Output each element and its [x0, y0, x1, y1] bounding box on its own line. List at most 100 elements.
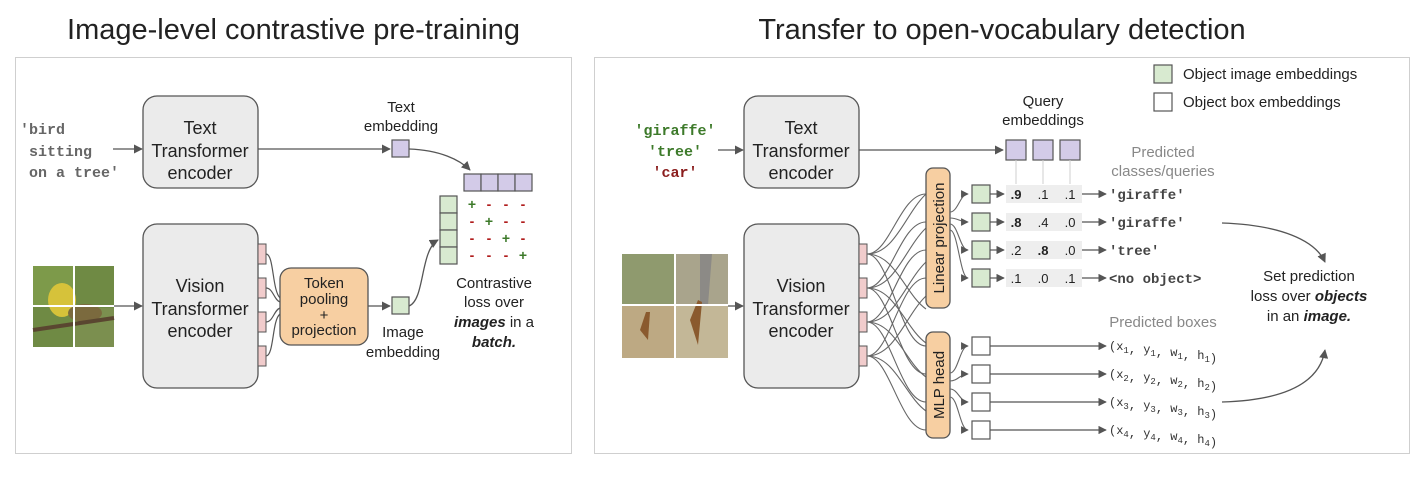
mlp-to-box-arrow — [949, 342, 969, 374]
loss-text-4: batch. — [472, 334, 516, 351]
right-text-encoder-l2: Transformer — [752, 141, 849, 161]
left-text-emb-label-2: embedding — [364, 118, 438, 135]
matrix-cell: - — [504, 213, 509, 229]
query-giraffe: 'giraffe' — [634, 123, 715, 140]
matrix-cell: + — [485, 213, 493, 229]
arrow-image-emb-to-matrix — [408, 239, 439, 307]
matrix-cell: - — [470, 230, 475, 246]
proj-to-emb-arrow — [949, 223, 969, 254]
score-cell: .1 — [1065, 271, 1076, 286]
left-vision-encoder-box — [142, 223, 259, 389]
object-box-embedding — [971, 420, 991, 440]
legend-box-emb-label: Object box embeddings — [1183, 94, 1341, 111]
proj-to-emb-arrow — [949, 217, 969, 226]
fan-curve — [866, 193, 927, 255]
matrix-cell: - — [487, 247, 492, 263]
object-image-embedding — [971, 240, 991, 260]
matrix-cell: + — [468, 196, 476, 212]
batch-image-embeddings — [439, 195, 458, 265]
object-image-embedding — [971, 268, 991, 288]
fan-curve — [866, 277, 927, 357]
token-fan-curves — [866, 193, 927, 431]
left-text-encoder-box — [142, 95, 259, 189]
left-vision-encoder-l1: Vision — [176, 276, 225, 296]
fan-curve — [866, 261, 927, 323]
left-vision-encoder-l3: encoder — [167, 321, 232, 341]
legend-image-emb-label: Object image embeddings — [1183, 66, 1357, 83]
object-box-embedding — [971, 392, 991, 412]
box-output: (x1, y1, w1, h1) — [1109, 340, 1217, 366]
left-text-encoder-l2: Transformer — [151, 141, 248, 161]
query-tree: 'tree' — [648, 144, 702, 161]
proj-to-emb-arrow — [949, 229, 969, 282]
query-car: 'car' — [652, 165, 697, 182]
fan-curve — [866, 295, 927, 357]
box-output: (x3, y3, w3, h3) — [1109, 396, 1217, 422]
class-output: <no object> — [1109, 272, 1201, 288]
set-loss-text-2: loss over objects — [1251, 288, 1368, 305]
query-emb-label-1: Query — [1023, 93, 1064, 110]
left-text-input-line2: sitting — [29, 144, 92, 161]
pooling-l3: + — [320, 307, 329, 324]
fan-curve — [866, 355, 927, 431]
left-token-arrows — [265, 253, 281, 357]
score-cell: .8 — [1011, 215, 1022, 230]
giraffe-image — [622, 254, 728, 358]
mlp-head-label: MLP head — [931, 351, 948, 419]
matrix-cell: - — [504, 196, 509, 212]
batch-text-embeddings — [463, 173, 533, 192]
legend-image-emb-swatch — [1153, 64, 1173, 84]
mlp-to-box-arrow — [949, 370, 969, 382]
matrix-cell: - — [521, 196, 526, 212]
box-prediction-rows: (x1, y1, w1, h1)(x2, y2, w2, h2)(x3, y3,… — [949, 336, 1217, 450]
loss-text-2: loss over — [464, 294, 524, 311]
fan-curve — [866, 287, 927, 375]
right-text-encoder-l1: Text — [784, 118, 817, 138]
fan-curve — [866, 321, 927, 403]
matrix-cell: - — [521, 230, 526, 246]
left-text-emb-label-1: Text — [387, 99, 415, 116]
pooling-l4: projection — [291, 322, 356, 339]
class-prediction-rows: .9.1.1'giraffe'.8.4.0'giraffe'.2.8.0'tre… — [949, 184, 1201, 288]
matrix-cell: + — [519, 247, 527, 263]
left-text-input-line1: 'bird — [20, 122, 65, 139]
right-vision-encoder-box — [743, 223, 860, 389]
fan-curve — [866, 221, 927, 289]
class-output: 'tree' — [1109, 244, 1159, 260]
loss-text-3: images in a — [454, 314, 535, 331]
mlp-to-box-arrow — [949, 396, 969, 434]
fan-curve — [866, 227, 927, 289]
arrow-classes-to-set-loss — [1221, 222, 1326, 263]
left-text-encoder-l1: Text — [183, 118, 216, 138]
pred-boxes-label: Predicted boxes — [1109, 314, 1217, 331]
score-cell: .0 — [1038, 271, 1049, 286]
object-image-embedding — [971, 212, 991, 232]
fan-curve — [866, 193, 927, 255]
query-guide-lines — [1015, 160, 1071, 184]
matrix-cell: - — [487, 230, 492, 246]
query-embeddings — [1005, 139, 1081, 161]
right-text-encoder-box — [743, 95, 860, 189]
legend-box-emb-swatch — [1153, 92, 1173, 112]
score-cell: .2 — [1011, 243, 1022, 258]
right-vision-encoder-l2: Transformer — [752, 299, 849, 319]
matrix-cell: + — [502, 230, 510, 246]
left-text-embedding — [391, 139, 410, 158]
left-output-tokens — [257, 243, 267, 367]
pooling-l1: Token — [304, 275, 344, 292]
score-row-bg — [1006, 213, 1082, 231]
arrow-text-emb-to-matrix — [408, 148, 471, 171]
pred-classes-label-1: Predicted — [1131, 144, 1194, 161]
right-vision-encoder-l3: encoder — [768, 321, 833, 341]
score-row-bg — [1006, 241, 1082, 259]
left-image-embedding — [391, 296, 410, 315]
fan-curve — [866, 253, 927, 347]
score-cell: .0 — [1065, 215, 1076, 230]
contrastive-matrix: +----+----+----+ — [468, 196, 527, 263]
arrow-boxes-to-set-loss — [1221, 349, 1329, 403]
mlp-to-box-arrow — [949, 388, 969, 406]
linear-projection-label: Linear projection — [931, 183, 948, 294]
left-vision-encoder-l2: Transformer — [151, 299, 248, 319]
left-image-emb-label-2: embedding — [366, 344, 440, 361]
